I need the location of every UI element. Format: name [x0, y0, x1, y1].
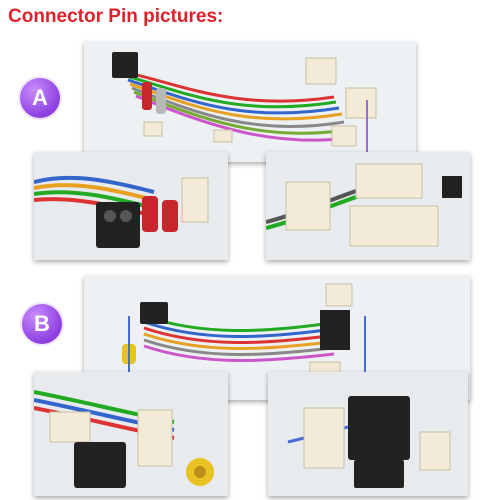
harness-a-main-photo — [84, 42, 416, 162]
harness-b-right-illustration — [268, 372, 468, 496]
harness-a-left-closeup — [34, 152, 228, 260]
lead-line — [128, 316, 130, 376]
lead-line — [366, 100, 368, 168]
harness-a-left-illustration — [34, 152, 228, 260]
section-a-badge: A — [20, 78, 60, 118]
harness-a-right-closeup — [266, 152, 470, 260]
page-title: Connector Pin pictures: — [8, 6, 224, 27]
harness-a-right-illustration — [266, 152, 470, 260]
harness-b-left-illustration — [34, 372, 228, 496]
lead-line — [364, 316, 366, 406]
harness-b-left-closeup — [34, 372, 228, 496]
harness-a-main-illustration — [84, 42, 416, 162]
section-b-badge: B — [22, 304, 62, 344]
harness-b-right-closeup — [268, 372, 468, 496]
